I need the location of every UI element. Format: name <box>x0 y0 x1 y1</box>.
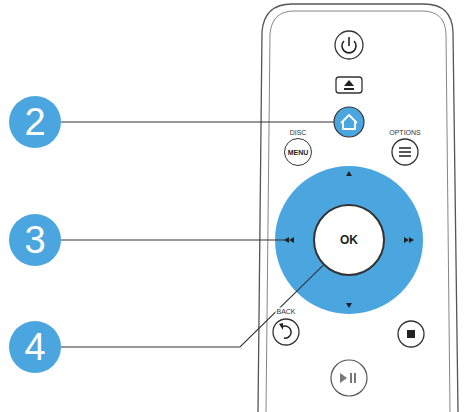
button-caption: DISC <box>289 129 308 136</box>
leader-line <box>61 239 286 240</box>
ok-button: OK <box>313 204 385 276</box>
callout-number: 4 <box>9 321 61 373</box>
button-caption: OPTIONS <box>388 129 422 136</box>
callout-number: 3 <box>9 214 61 266</box>
play-pause-button <box>331 360 367 396</box>
remote-housing-inner <box>266 11 450 412</box>
callout-text: 4 <box>24 328 45 366</box>
stop-button <box>398 321 424 347</box>
options-button <box>392 139 418 165</box>
callout-text: 3 <box>24 221 45 259</box>
callout-text: 2 <box>24 103 45 141</box>
navigation-ring <box>275 166 423 314</box>
leader-line <box>61 121 334 122</box>
remote-housing <box>258 4 458 412</box>
leader-line <box>61 265 323 347</box>
button-label: OK <box>340 234 358 246</box>
menu-button: MENU <box>284 138 312 166</box>
home-button <box>334 107 364 137</box>
eject-button <box>336 77 362 93</box>
callout-number: 2 <box>9 96 61 148</box>
power-button <box>335 31 363 59</box>
back-button <box>273 319 299 345</box>
button-label: MENU <box>288 149 309 156</box>
button-caption: BACK <box>275 308 296 315</box>
